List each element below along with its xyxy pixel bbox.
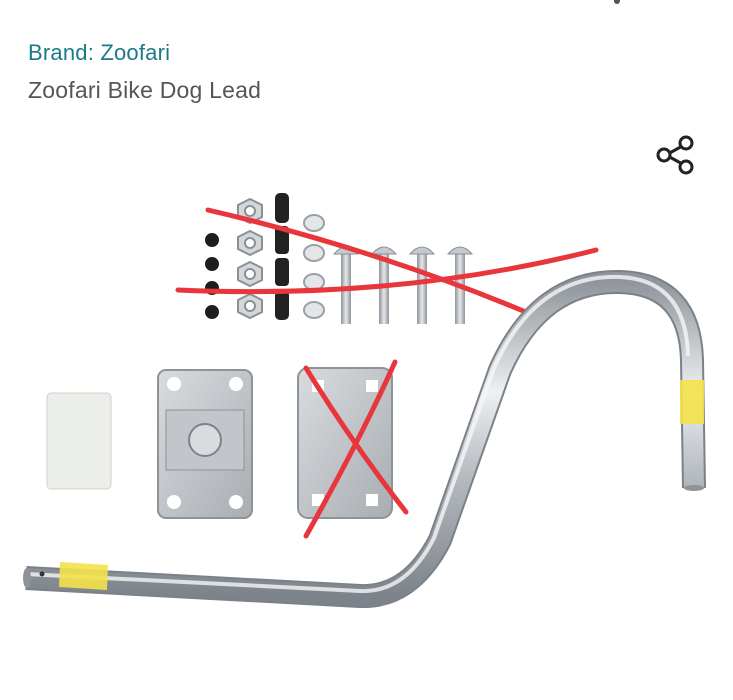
share-button[interactable] — [652, 132, 698, 178]
product-illustration — [23, 193, 706, 609]
top-edge-mark — [614, 0, 620, 4]
product-image[interactable] — [0, 160, 733, 640]
strike-clamp — [303, 359, 409, 539]
bike-lead-pipe — [23, 269, 706, 609]
brand-link[interactable]: Brand: Zoofari — [28, 40, 171, 65]
strike-hardware — [175, 207, 599, 321]
share-icon — [656, 135, 694, 175]
product-title: Zoofari Bike Dog Lead — [28, 77, 262, 103]
black-nuts — [205, 233, 219, 319]
clamp-plate — [297, 367, 393, 519]
rubber-spacer — [46, 392, 112, 490]
washers — [303, 214, 325, 319]
black-bolts — [275, 193, 289, 320]
mounting-plate — [157, 369, 253, 519]
